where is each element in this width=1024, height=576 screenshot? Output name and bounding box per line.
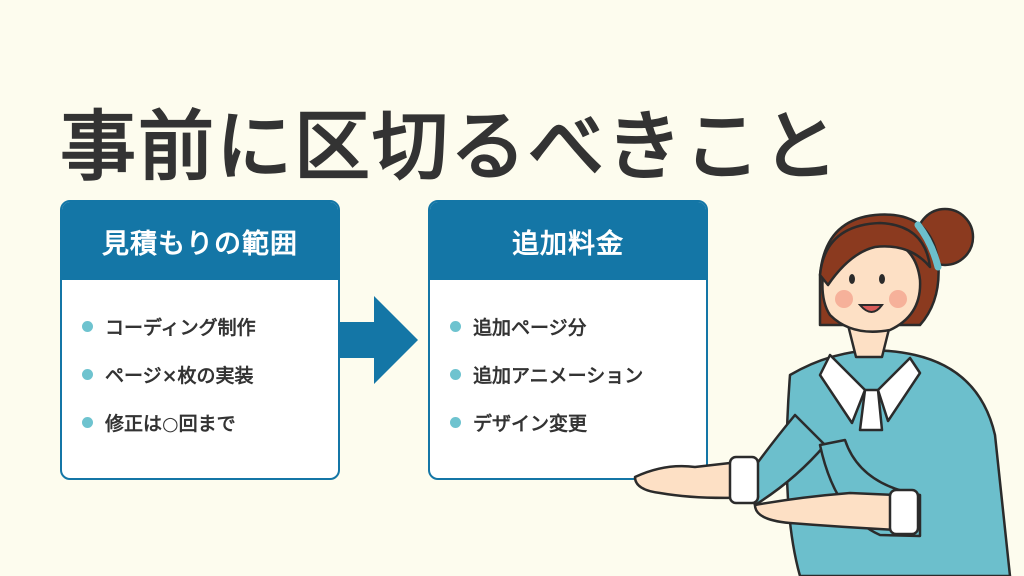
right-arrow-icon	[340, 296, 418, 384]
list-item-label: 追加アニメーション	[473, 364, 644, 387]
list-item-label: 修正は○回まで	[105, 412, 236, 435]
list-item-label: デザイン変更	[473, 412, 588, 435]
estimate-scope-header: 見積もりの範囲	[62, 202, 338, 280]
list-item: 修正は○回まで	[82, 398, 338, 446]
list-item: 追加ページ分	[450, 302, 706, 350]
additional-fee-header: 追加料金	[430, 202, 706, 280]
bullet-icon	[82, 368, 93, 380]
bullet-icon	[450, 320, 461, 332]
bullet-icon	[82, 416, 93, 428]
list-item: デザイン変更	[450, 398, 706, 446]
additional-fee-box: 追加料金 追加ページ分 追加アニメーション デザイン変更	[428, 200, 708, 480]
estimate-scope-box: 見積もりの範囲 コーディング制作 ページ×枚の実装 修正は○回まで	[60, 200, 340, 480]
list-item: コーディング制作	[82, 302, 338, 350]
list-item-label: 追加ページ分	[473, 316, 587, 339]
list-item: 追加アニメーション	[450, 350, 706, 398]
list-item-label: コーディング制作	[105, 316, 256, 339]
bullet-icon	[450, 368, 461, 380]
additional-fee-list: 追加ページ分 追加アニメーション デザイン変更	[430, 280, 706, 446]
bullet-icon	[450, 416, 461, 428]
presenting-woman-illustration	[633, 207, 1012, 576]
estimate-scope-list: コーディング制作 ページ×枚の実装 修正は○回まで	[62, 280, 338, 446]
list-item-label: ページ×枚の実装	[105, 364, 254, 387]
bullet-icon	[82, 320, 93, 332]
list-item: ページ×枚の実装	[82, 350, 338, 398]
page-title: 事前に区切るべきこと	[60, 101, 840, 191]
